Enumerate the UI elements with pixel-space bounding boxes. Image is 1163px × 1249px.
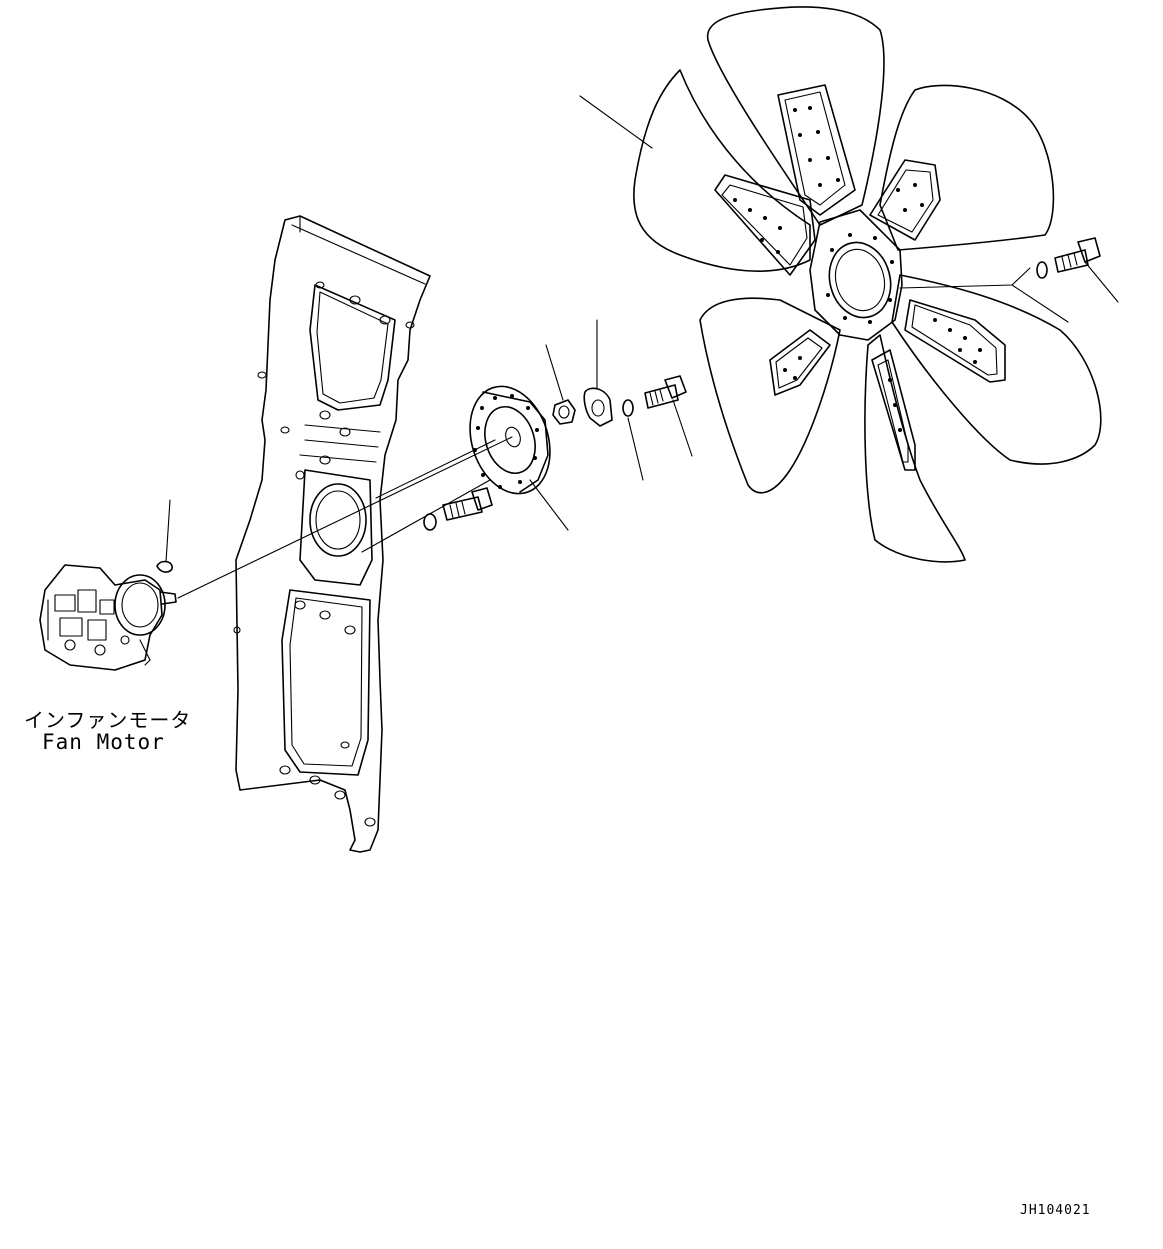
fan <box>633 6 1102 563</box>
leader-lines <box>165 95 1119 563</box>
washer-fan <box>1036 261 1048 279</box>
nut <box>552 399 576 425</box>
mounting-bracket <box>233 215 431 853</box>
fan-hub <box>469 385 551 495</box>
fan-motor <box>39 564 177 671</box>
bolt <box>644 375 687 409</box>
fan-motor-label-jp: インファンモータ <box>24 708 192 732</box>
washer <box>622 399 634 417</box>
bolt-fan <box>1054 237 1101 273</box>
assembly-lines <box>177 436 513 599</box>
o-ring <box>156 560 173 573</box>
fan-motor-label-en: Fan Motor <box>42 730 165 754</box>
drawing-code: JH104021 <box>1020 1203 1091 1218</box>
lock-plate <box>583 387 613 427</box>
bolt-lower <box>442 487 493 521</box>
